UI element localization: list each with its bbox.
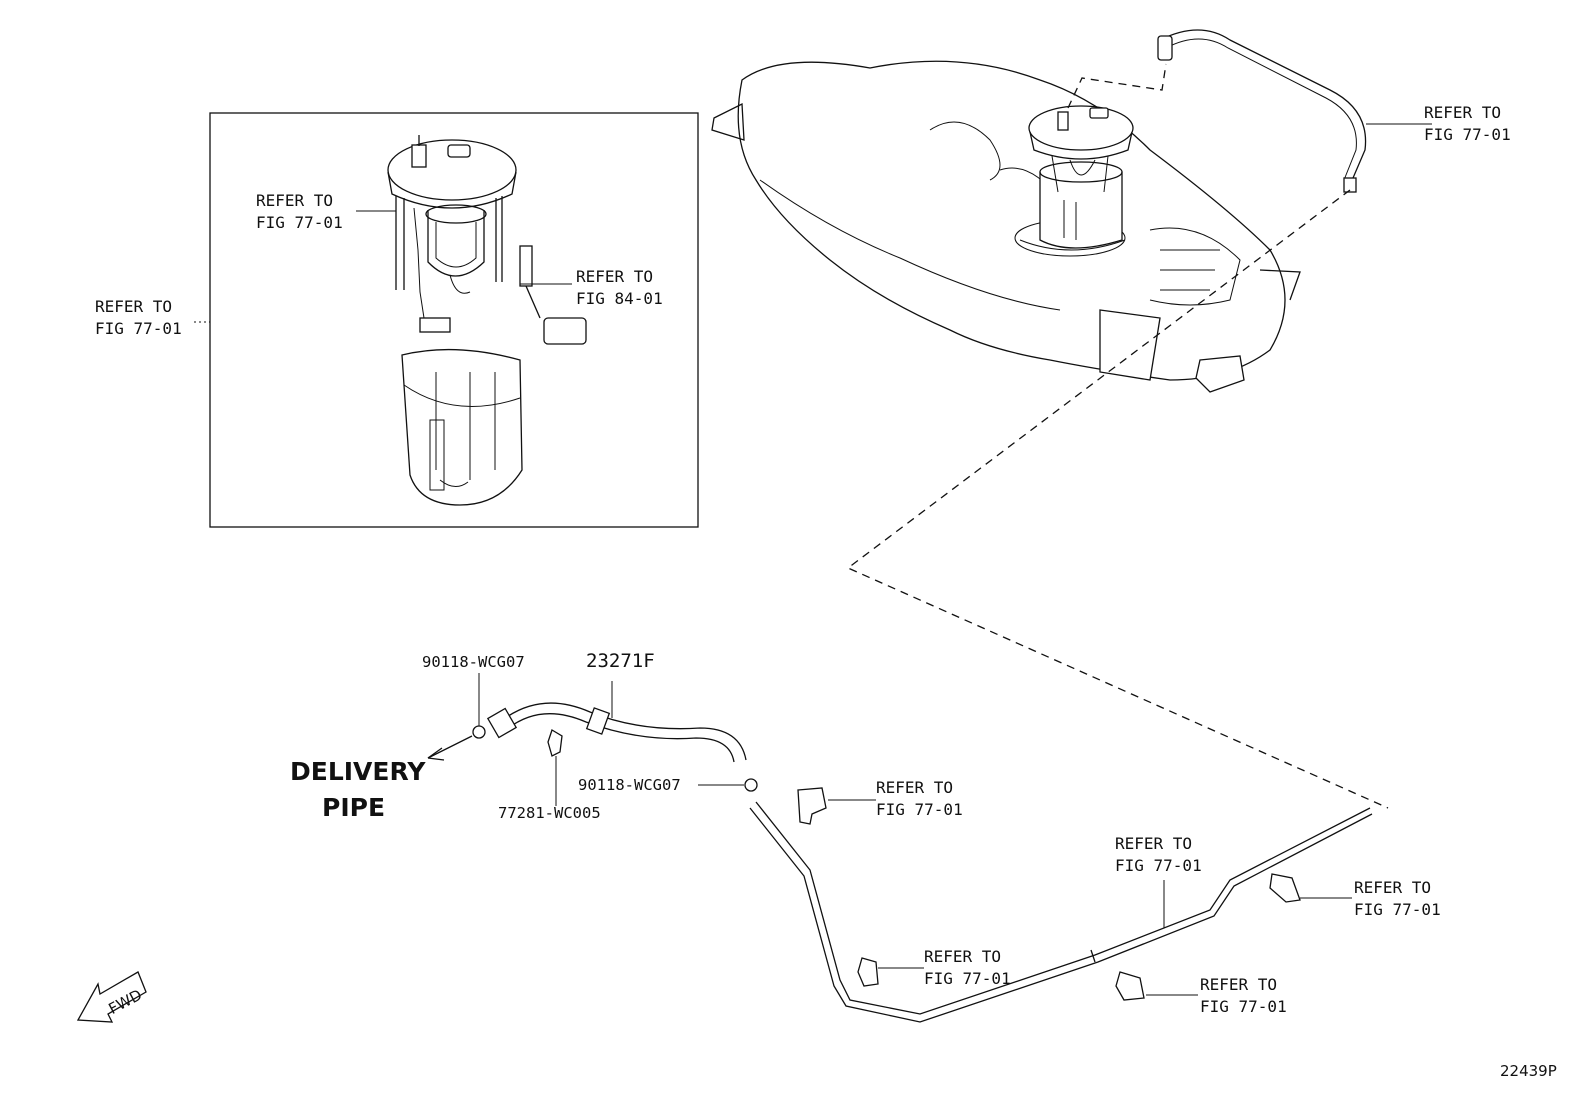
svg-text:REFER TO: REFER TO — [1354, 878, 1431, 897]
refer-label-line-mid: REFER TO FIG 77-01 — [1115, 834, 1202, 875]
svg-text:FIG 77-01: FIG 77-01 — [1354, 900, 1441, 919]
delivery-pipe-label-1: DELIVERY — [290, 757, 426, 786]
refer-label-line-clip-3: REFER TO FIG 77-01 — [1200, 975, 1287, 1016]
dashed-pump-harness — [1067, 63, 1167, 109]
refer-label-inset-pump: REFER TO FIG 77-01 — [256, 191, 343, 232]
fuel-pump-assembly-drawing — [387, 135, 587, 506]
line-clip-1 — [797, 787, 827, 825]
dashed-tank-to-line — [846, 189, 1389, 809]
svg-text:REFER TO: REFER TO — [256, 191, 333, 210]
svg-text:FIG 77-01: FIG 77-01 — [1200, 997, 1287, 1016]
svg-text:FIG 77-01: FIG 77-01 — [876, 800, 963, 819]
svg-text:FIG 77-01: FIG 77-01 — [256, 213, 343, 232]
part-number-hose: 23271F — [586, 650, 655, 672]
hose-clamp-lower — [744, 778, 758, 792]
svg-text:FIG 77-01: FIG 77-01 — [924, 969, 1011, 988]
svg-text:REFER TO: REFER TO — [1200, 975, 1277, 994]
inset-frame — [209, 112, 699, 528]
svg-text:REFER TO: REFER TO — [576, 267, 653, 286]
refer-label-line-clip-4: REFER TO FIG 77-01 — [1354, 878, 1441, 919]
svg-text:FIG 77-01: FIG 77-01 — [95, 319, 182, 338]
figure-code: 22439P — [1500, 1062, 1557, 1080]
delivery-pipe-label-2: PIPE — [322, 793, 385, 822]
line-clip-3 — [1115, 971, 1145, 1001]
refer-label-line-clip-1: REFER TO FIG 77-01 — [876, 778, 963, 819]
fwd-arrow-icon: FWD — [76, 971, 147, 1023]
hose-clamp-upper — [472, 725, 486, 739]
fuel-hose-23271F — [486, 702, 747, 763]
svg-text:FIG 77-01: FIG 77-01 — [1115, 856, 1202, 875]
svg-text:REFER TO: REFER TO — [1115, 834, 1192, 853]
part-number-clamp-lower: 90118-WCG07 — [578, 776, 681, 794]
svg-text:FIG 77-01: FIG 77-01 — [1424, 125, 1511, 144]
refer-label-inset-box: REFER TO FIG 77-01 — [95, 297, 182, 338]
refer-label-line-clip-2: REFER TO FIG 77-01 — [924, 947, 1011, 988]
refer-label-tank-harness: REFER TO FIG 77-01 — [1424, 103, 1511, 144]
svg-text:REFER TO: REFER TO — [876, 778, 953, 797]
svg-text:REFER TO: REFER TO — [924, 947, 1001, 966]
line-clip-2 — [857, 957, 879, 987]
hose-clip — [547, 729, 563, 757]
svg-text:REFER TO: REFER TO — [95, 297, 172, 316]
delivery-pipe-arrow — [427, 735, 473, 759]
line-clip-4 — [1269, 873, 1301, 903]
refer-label-inset-sender: REFER TO FIG 84-01 — [576, 267, 663, 308]
part-number-clip: 77281-WC005 — [498, 804, 601, 822]
tank-harness-line — [1159, 29, 1367, 186]
fuel-main-line — [749, 801, 1373, 1023]
svg-text:FIG 84-01: FIG 84-01 — [576, 289, 663, 308]
svg-text:REFER TO: REFER TO — [1424, 103, 1501, 122]
part-number-clamp-upper: 90118-WCG07 — [422, 653, 525, 671]
fuel-tank-drawing — [711, 60, 1301, 393]
